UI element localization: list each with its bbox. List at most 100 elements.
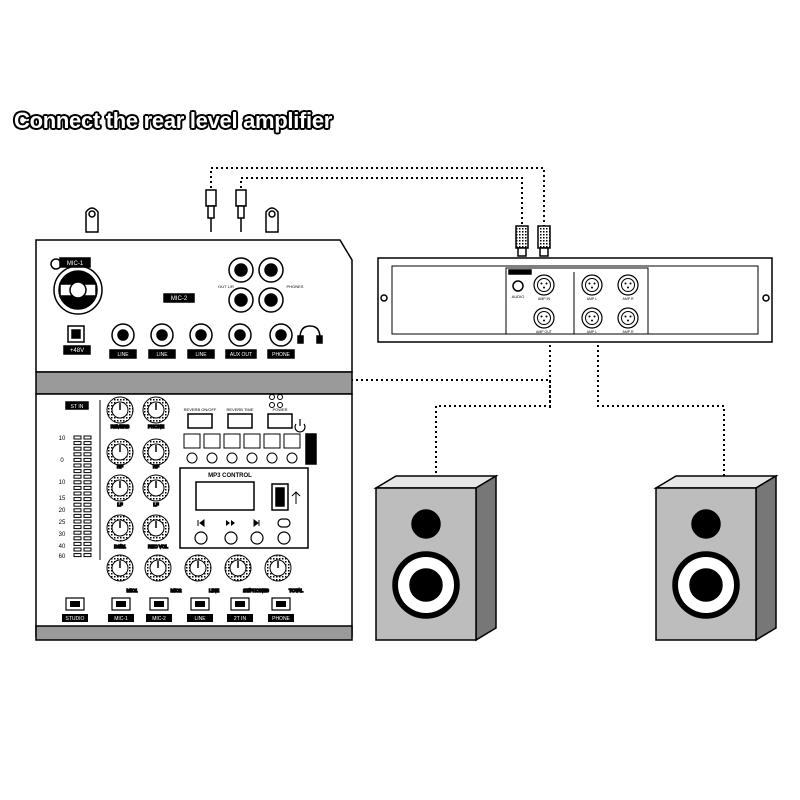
meter-led	[73, 536, 82, 541]
knob-icon[interactable]	[142, 514, 170, 542]
phantom-label: +48V	[70, 348, 84, 354]
channel-button[interactable]	[65, 597, 85, 611]
knob-label: HF	[153, 464, 159, 469]
knob-icon[interactable]	[106, 396, 134, 424]
amp-audio-label: AUDIO	[512, 294, 525, 299]
meter-led	[73, 525, 82, 530]
fx-button-reverb[interactable]	[187, 413, 213, 429]
meter-scale-6: 30	[59, 532, 66, 538]
channel-button[interactable]	[149, 597, 169, 611]
cable-to-right-speaker	[597, 340, 725, 476]
amp-xlr-jack[interactable]	[533, 274, 555, 296]
knob-icon[interactable]	[106, 554, 134, 582]
jack-plug-right	[235, 189, 247, 232]
knob-icon[interactable]	[224, 554, 252, 582]
meter-led	[73, 463, 82, 468]
meter-led	[73, 541, 82, 546]
channel-button[interactable]	[271, 597, 291, 611]
jack-plug-left	[205, 189, 217, 232]
amp-xlr-jack[interactable]	[581, 307, 603, 329]
channel-button[interactable]	[230, 597, 250, 611]
speaker-icon	[373, 474, 499, 642]
cable-right-top	[240, 177, 523, 232]
meter-scale-0: 10	[59, 436, 66, 442]
mp3-transport[interactable]	[197, 518, 291, 528]
knob-label: 2T/PHONES	[243, 588, 269, 593]
knob-label: HF	[117, 464, 123, 469]
amp-xlr-jack[interactable]	[533, 307, 555, 329]
knob-label: MIC1	[127, 588, 138, 593]
amp-audio-knob[interactable]	[512, 280, 524, 292]
headphone-icon	[297, 325, 323, 344]
knob-label: REC VOL	[148, 544, 168, 549]
jack-label-aux: AUX OUT	[230, 352, 252, 358]
knob-icon[interactable]	[144, 554, 172, 582]
amp-xlr-jack[interactable]	[617, 307, 639, 329]
mic1-label: MIC-1	[67, 261, 84, 267]
knob-icon[interactable]	[184, 554, 212, 582]
plugs	[205, 189, 551, 257]
amp-jack-label: AMP L	[587, 297, 597, 301]
meter-led	[83, 452, 92, 457]
knob-label: MIC2	[171, 588, 182, 593]
amp-jack-label: AMP OUT	[536, 330, 553, 334]
meter-led	[83, 508, 92, 513]
jack-label-line-2: LINE	[156, 352, 168, 358]
mic1-input[interactable]	[53, 265, 103, 315]
meter-led	[73, 452, 82, 457]
jack-label-line-1: LINE	[117, 352, 129, 358]
out-lr-label: OUT L/R	[218, 284, 234, 289]
rear-jack-row[interactable]	[111, 323, 293, 347]
knob-icon[interactable]	[142, 474, 170, 502]
meter-led	[83, 463, 92, 468]
diagram-title: Connect the rear level amplifier	[14, 108, 333, 133]
amp-jack-label: AMP L	[587, 330, 597, 334]
amp-jack-label: AMP R	[622, 330, 633, 334]
meter-led	[73, 508, 82, 513]
knob-label: LF	[153, 502, 159, 507]
meter-led	[83, 446, 92, 451]
channel-button[interactable]	[111, 597, 131, 611]
mp3-display	[195, 481, 255, 511]
amp-xlr-jack[interactable]	[617, 274, 639, 296]
fx-label-power: POWER	[272, 407, 287, 412]
meter-led	[83, 519, 92, 524]
meter-led	[83, 480, 92, 485]
power-icon	[294, 419, 306, 433]
knob-icon[interactable]	[106, 474, 134, 502]
fx-button-time[interactable]	[227, 413, 253, 429]
output-jacks[interactable]	[228, 257, 284, 313]
meter-scale-3: 15	[59, 496, 66, 502]
knob-icon[interactable]	[264, 554, 292, 582]
knob-icon[interactable]	[106, 438, 134, 466]
fx-button-power[interactable]	[267, 413, 293, 429]
effect-selectors[interactable]	[183, 433, 301, 464]
knob-icon[interactable]	[142, 438, 170, 466]
meter-led	[73, 513, 82, 518]
mixer-band	[35, 371, 353, 395]
meter-led	[73, 474, 82, 479]
cable-to-left-speaker	[435, 340, 551, 476]
meter-title: ST IN	[71, 404, 84, 410]
amp-xlr-jack[interactable]	[581, 274, 603, 296]
meter-scale-1: 0	[60, 458, 64, 464]
meter-led	[83, 441, 92, 446]
amp-jack-label: AMP IN	[538, 297, 550, 301]
meter-led	[83, 541, 92, 546]
jack-label-phone: PHONE	[272, 352, 290, 358]
knob-label: LINE	[209, 588, 219, 593]
meter-scale-5: 25	[59, 520, 66, 526]
knob-icon[interactable]	[142, 396, 170, 424]
knob-label: REVERB	[111, 424, 130, 429]
meter-led	[73, 441, 82, 446]
meter-led	[83, 469, 92, 474]
meter-led	[73, 530, 82, 535]
channel-button[interactable]	[190, 597, 210, 611]
knob-icon[interactable]	[106, 514, 134, 542]
meter-led	[73, 497, 82, 502]
meter-led	[83, 491, 92, 496]
meter-scale-2: 10	[59, 480, 66, 486]
phones-out-label: PHONES	[287, 284, 304, 289]
meter-scale-7: 40	[59, 544, 66, 550]
